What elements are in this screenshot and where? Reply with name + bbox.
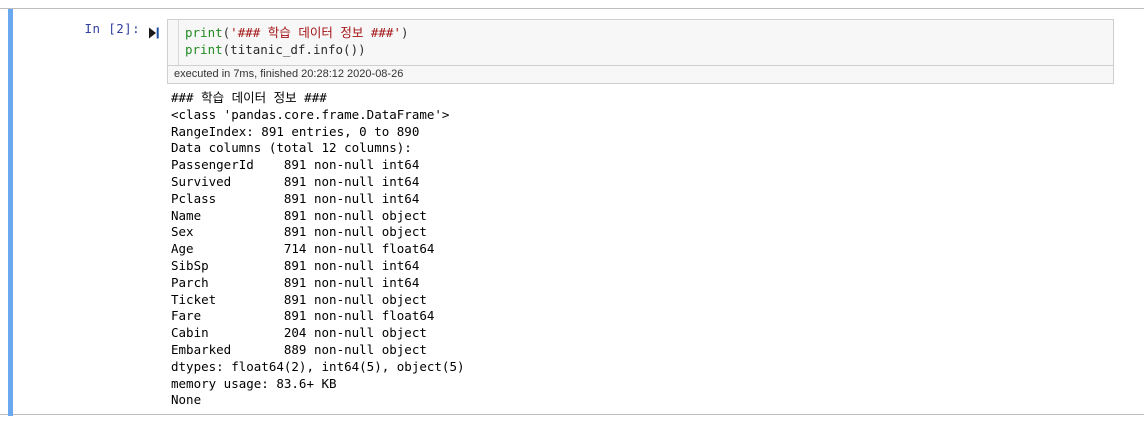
notebook-code-cell[interactable]: In [2]: print('### 학습 데이터 정보 ###')print(… bbox=[0, 8, 1144, 416]
output-line: Pclass 891 non-null int64 bbox=[171, 190, 420, 206]
input-prompt-label: In [2]: bbox=[84, 21, 140, 36]
output-line: Age 714 non-null float64 bbox=[171, 241, 435, 257]
code-token-plain: titanic_df.info() bbox=[230, 41, 359, 57]
output-line: memory usage: 83.6+ KB bbox=[171, 375, 337, 391]
code-token-punct: ( bbox=[222, 25, 231, 40]
output-line: Parch 891 non-null int64 bbox=[171, 274, 420, 290]
code-line: print('### 학습 데이터 정보 ###') bbox=[185, 25, 409, 42]
code-line: print(titanic_df.info()) bbox=[185, 42, 409, 59]
output-line: Name 891 non-null object bbox=[171, 207, 427, 223]
output-line: Sex 891 non-null object bbox=[171, 224, 427, 240]
code-token-func: print bbox=[185, 25, 223, 40]
output-line: Cabin 204 non-null object bbox=[171, 325, 427, 341]
output-line: PassengerId 891 non-null int64 bbox=[171, 157, 420, 173]
code-editor[interactable]: print('### 학습 데이터 정보 ###')print(titanic_… bbox=[167, 19, 1114, 66]
output-line: ### 학습 데이터 정보 ### bbox=[171, 90, 327, 105]
output-line: <class 'pandas.core.frame.DataFrame'> bbox=[171, 106, 450, 122]
output-line: SibSp 891 non-null int64 bbox=[171, 257, 420, 273]
execution-status-bar: executed in 7ms, finished 20:28:12 2020-… bbox=[167, 66, 1114, 84]
output-line: Fare 891 non-null float64 bbox=[171, 308, 435, 324]
cell-output-stream: ### 학습 데이터 정보 ###<class 'pandas.core.fra… bbox=[171, 90, 465, 409]
output-line: Embarked 889 non-null object bbox=[171, 341, 427, 357]
output-line: RangeIndex: 891 entries, 0 to 890 bbox=[171, 123, 420, 139]
code-token-func: print bbox=[185, 41, 223, 57]
run-cell-icon[interactable] bbox=[147, 26, 161, 40]
output-line: None bbox=[171, 392, 202, 408]
code-token-string: '### 학습 데이터 정보 ###' bbox=[230, 25, 401, 40]
output-line: Data columns (total 12 columns): bbox=[171, 140, 412, 156]
execution-status-text: executed in 7ms, finished 20:28:12 2020-… bbox=[174, 68, 404, 80]
output-line: Ticket 891 non-null object bbox=[171, 291, 427, 307]
output-line: Survived 891 non-null int64 bbox=[171, 173, 420, 189]
output-line: dtypes: float64(2), int64(5), object(5) bbox=[171, 358, 465, 374]
code-gutter bbox=[168, 20, 179, 65]
code-token-punct: ) bbox=[358, 41, 366, 57]
selected-cell-indicator bbox=[8, 9, 13, 416]
code-token-punct: ) bbox=[400, 25, 409, 40]
code-source[interactable]: print('### 학습 데이터 정보 ###')print(titanic_… bbox=[185, 25, 409, 58]
code-token-punct: ( bbox=[222, 41, 231, 57]
